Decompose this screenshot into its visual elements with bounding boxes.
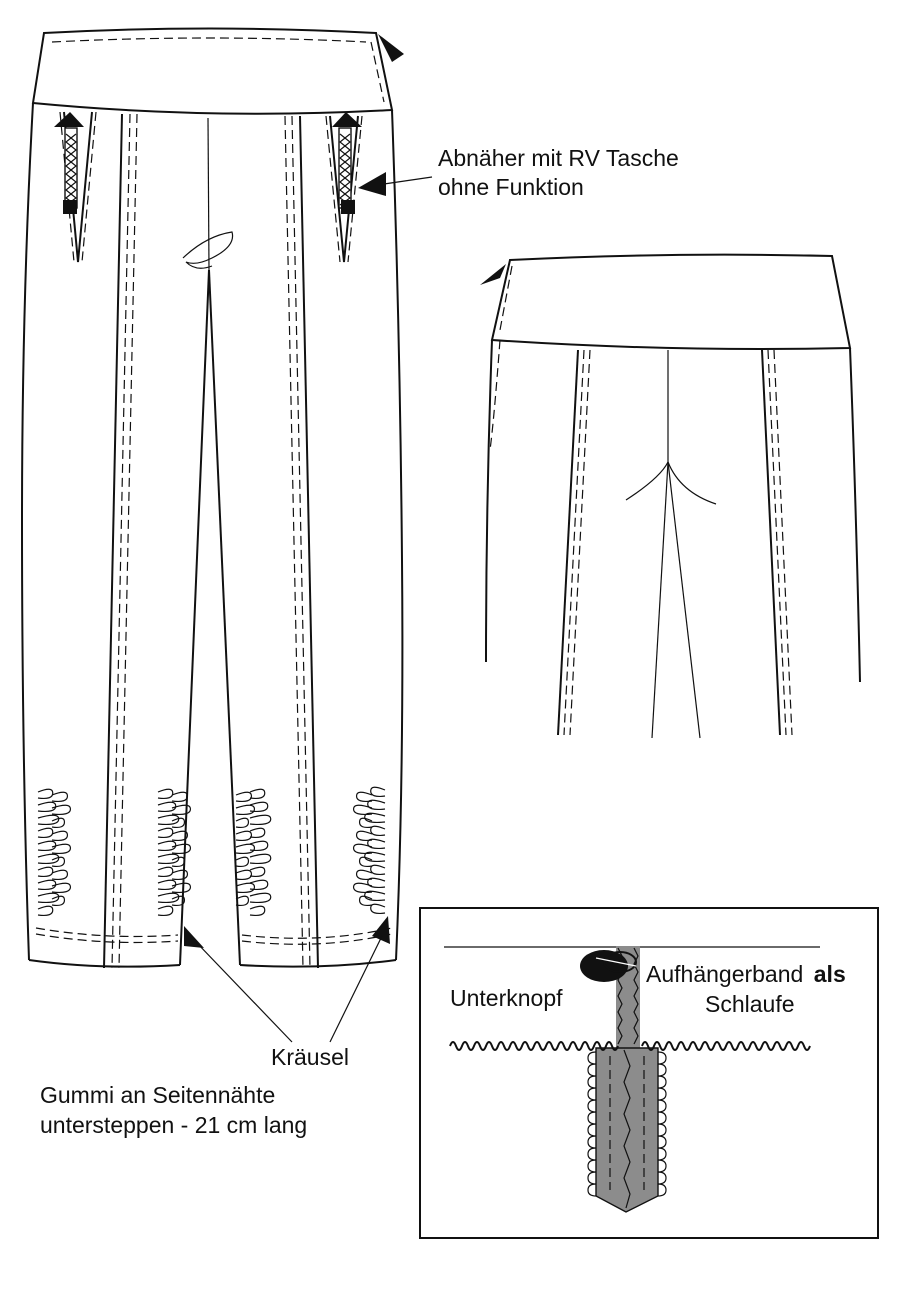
loop-label-line2: Schlaufe [705,991,795,1017]
elastic-label-line1: Gummi an Seitennähte [40,1082,275,1108]
underbutton-label: Unterknopf [450,985,563,1011]
left-dart-zip [54,111,97,263]
under-button [580,950,637,982]
detail-box: Unterknopf Aufhängerband als Schlaufe [419,907,879,1239]
front-left-sideseam [20,102,34,961]
arrow-ruffle-right [372,916,390,944]
dart-label-line1: Abnäher mit RV Tasche [438,145,679,171]
front-left-inseam [179,269,210,966]
ruffle-gathers [37,786,386,917]
elastic-label-line2: untersteppen - 21 cm lang [40,1112,307,1138]
loop-label-prefix: Aufhängerband [646,961,803,987]
loop-label-bold: als [814,961,846,987]
front-view [20,27,433,1043]
fabric-edge-left [449,1041,619,1051]
notch-marker [378,34,404,62]
front-left-hem [28,959,181,968]
fabric-edge-right [641,1041,811,1051]
back-view [480,253,861,739]
arrow-ruffle-left [184,926,204,948]
seam-allowance [595,1047,659,1213]
arrow-dart [358,172,386,196]
right-dart-zip [325,112,363,263]
back-waistband [490,253,852,350]
front-right-sideseam [391,109,404,961]
fly-hook [182,231,234,269]
loop-label-line1: Aufhängerband als [646,961,846,987]
ruffle-label: Kräusel [271,1044,349,1070]
overlock-stitching [587,1051,667,1197]
front-right-hem [239,959,397,968]
back-notch-marker [480,264,506,285]
front-right-inseam [208,269,241,966]
dart-label-line2: ohne Funktion [438,174,584,200]
